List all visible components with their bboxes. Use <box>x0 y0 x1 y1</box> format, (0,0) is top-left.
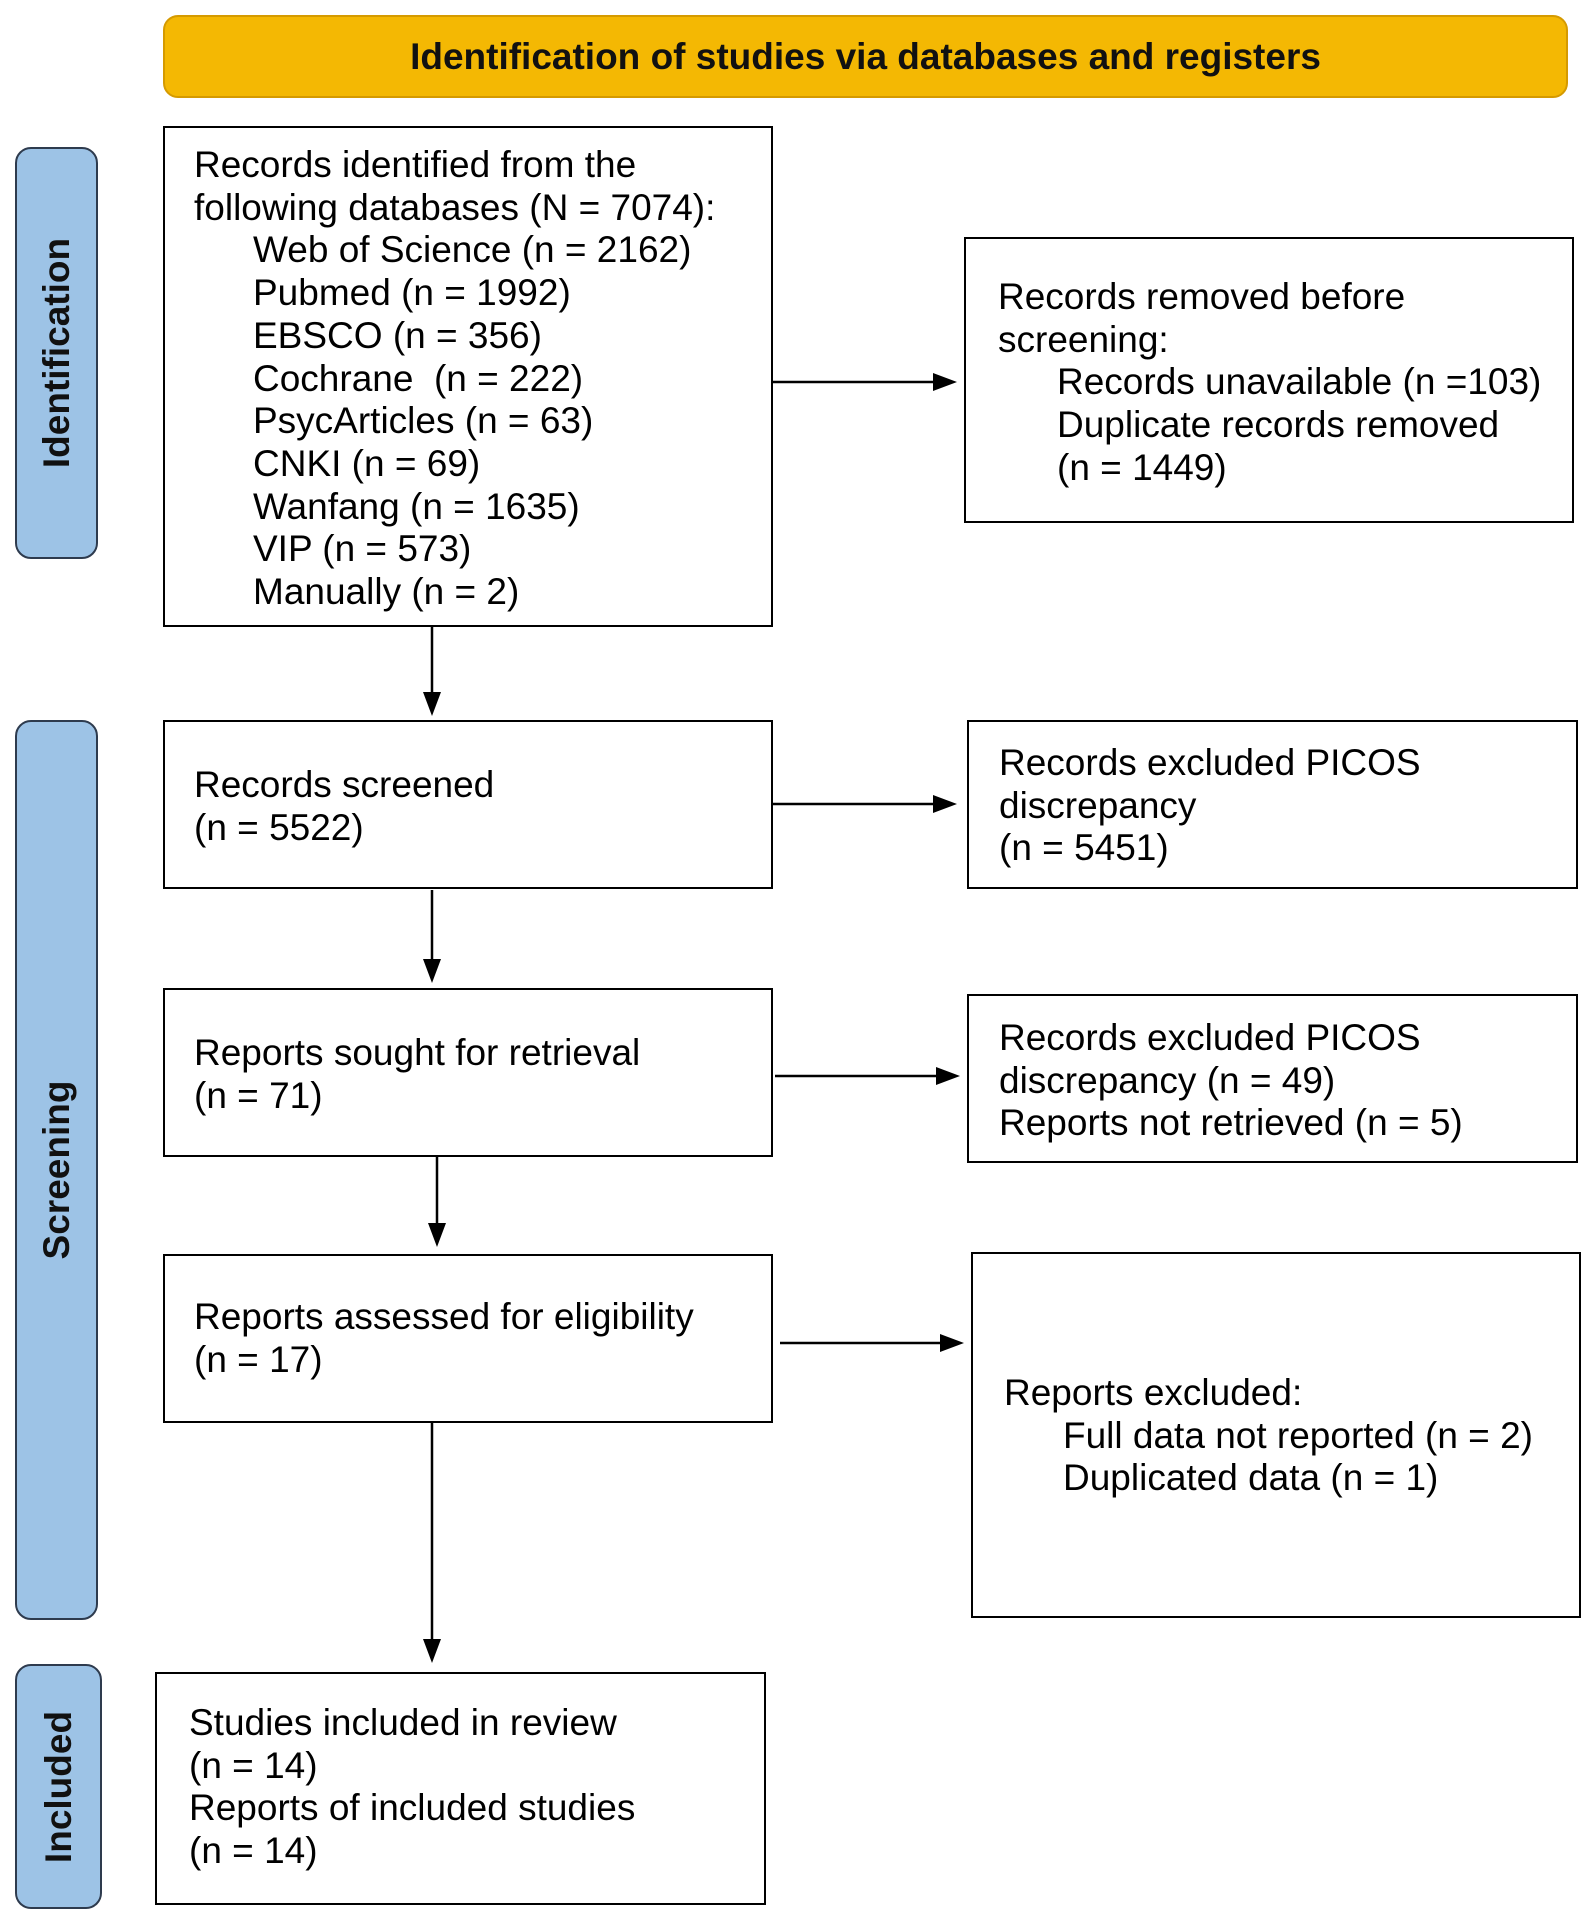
arrow-assessed-to-excluded <box>780 1334 964 1352</box>
box-item: Duplicate records removed <box>1057 404 1500 446</box>
box-line: discrepancy <box>999 784 1197 826</box>
box-item: Records unavailable (n =103) <box>1057 361 1542 403</box>
phase-label-text: Screening <box>35 1080 77 1260</box>
reports-not-retrieved-box: Records excluded PICOS discrepancy (n = … <box>967 994 1578 1163</box>
arrow-screened-to-sought <box>423 890 441 983</box>
box-line: screening: <box>998 318 1169 360</box>
phase-label-text: Identification <box>35 237 77 469</box>
header-title: Identification of studies via databases … <box>410 35 1321 77</box>
reports-sought-box: Reports sought for retrieval (n = 71) <box>163 988 773 1157</box>
box-line: Reports excluded: <box>1004 1372 1303 1413</box>
phase-label-included: Included <box>15 1664 102 1909</box>
box-line: Reports sought for retrieval <box>194 1032 641 1073</box>
box-line: Records screened <box>194 764 495 805</box>
arrow-identified-to-screened <box>423 627 441 716</box>
arrow-identified-to-removed <box>773 373 957 391</box>
database-item: EBSCO (n = 356) <box>253 314 542 356</box>
records-screened-box: Records screened (n = 5522) <box>163 720 773 889</box>
box-line: Reports assessed for eligibility <box>194 1296 694 1337</box>
studies-included-box: Studies included in review (n = 14) Repo… <box>155 1672 766 1905</box>
database-item: Pubmed (n = 1992) <box>253 272 571 314</box>
box-line: (n = 17) <box>194 1338 323 1380</box>
records-identified-box: Records identified from the following da… <box>163 126 773 627</box>
arrow-assessed-to-included <box>423 1423 441 1663</box>
box-line: Reports not retrieved (n = 5) <box>999 1102 1463 1144</box>
reports-assessed-box: Reports assessed for eligibility (n = 17… <box>163 1254 773 1423</box>
database-item: Cochrane (n = 222) <box>253 357 584 399</box>
box-line: (n = 5522) <box>194 806 364 848</box>
box-line: Records excluded PICOS <box>999 742 1421 783</box>
box-line: (n = 5451) <box>999 827 1169 869</box>
box-line: Studies included in review <box>189 1702 617 1743</box>
box-line: Reports of included studies <box>189 1787 636 1829</box>
header-banner: Identification of studies via databases … <box>163 15 1568 98</box>
records-excluded-box: Records excluded PICOS discrepancy (n = … <box>967 720 1578 889</box>
phase-label-identification: Identification <box>15 147 98 559</box>
box-line: following databases (N = 7074): <box>194 186 716 228</box>
box-line: (n = 71) <box>194 1074 323 1116</box>
box-line: Records excluded PICOS <box>999 1017 1421 1058</box>
database-item: PsycArticles (n = 63) <box>253 400 594 442</box>
database-item: Manually (n = 2) <box>253 571 520 613</box>
box-item: (n = 1449) <box>1057 446 1227 488</box>
records-removed-box: Records removed before screening: Record… <box>964 237 1574 523</box>
box-line: discrepancy (n = 49) <box>999 1059 1336 1101</box>
phase-label-text: Included <box>37 1710 79 1863</box>
reports-excluded-box: Reports excluded: Full data not reported… <box>971 1252 1581 1618</box>
box-item: Full data not reported (n = 2) <box>1063 1414 1533 1456</box>
box-line: (n = 14) <box>189 1830 318 1872</box>
database-item: Web of Science (n = 2162) <box>253 229 692 271</box>
arrow-sought-to-not-retrieved <box>775 1067 960 1085</box>
box-line: Records identified from the <box>194 144 637 185</box>
phase-label-screening: Screening <box>15 720 98 1620</box>
box-item: Duplicated data (n = 1) <box>1063 1457 1439 1499</box>
arrow-screened-to-excluded <box>773 795 957 813</box>
arrow-sought-to-assessed <box>428 1157 446 1247</box>
database-item: VIP (n = 573) <box>253 528 472 570</box>
box-line: Records removed before <box>998 276 1406 317</box>
database-item: CNKI (n = 69) <box>253 442 481 484</box>
database-item: Wanfang (n = 1635) <box>253 485 580 527</box>
box-line: (n = 14) <box>189 1744 318 1786</box>
